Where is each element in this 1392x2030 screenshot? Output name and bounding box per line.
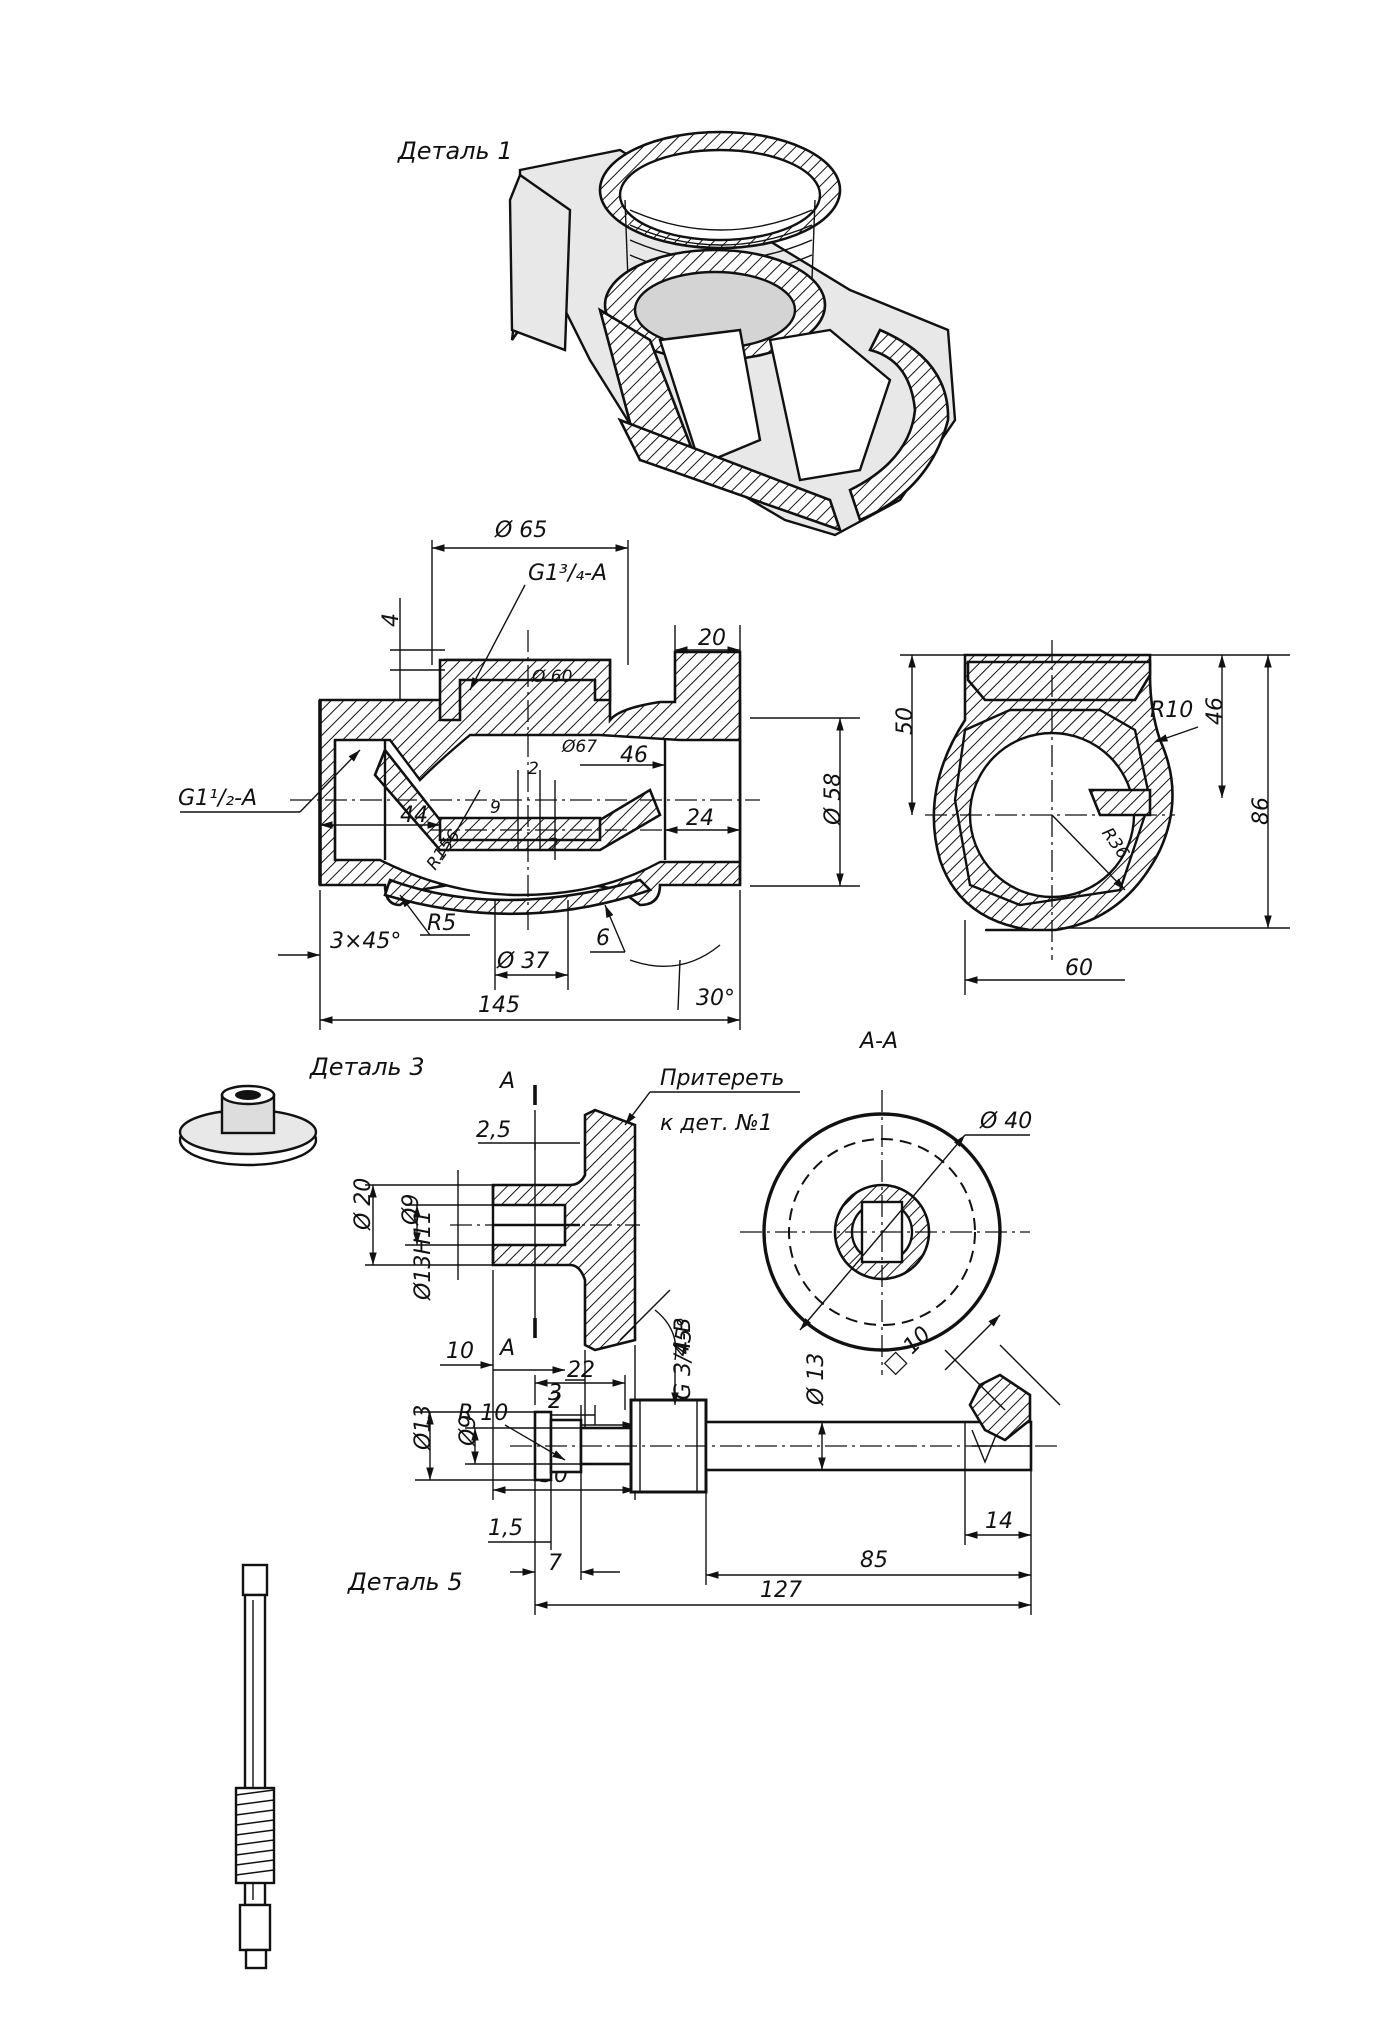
dim-d46: 46: [620, 743, 648, 768]
dim-d13b: Ø13: [411, 1405, 436, 1451]
dim-d60: Ø 60: [531, 667, 572, 687]
section-label-aa: A-A: [858, 1029, 898, 1054]
part1-title: Деталь 1: [397, 137, 513, 165]
dim-r10: R 10: [458, 1401, 508, 1426]
dim-d37: Ø 37: [496, 949, 549, 974]
dim-d44: 44: [400, 803, 428, 828]
dim-d15: 1,5: [488, 1516, 523, 1541]
part1-front-section: Ø 65 G1³/₄-A Ø 60 Ø67 4 20 G1¹/₂-A 46 44…: [178, 518, 860, 1030]
cut-label-a-bottom: A: [498, 1336, 515, 1361]
cut-label-a-top: A: [498, 1069, 515, 1094]
dim-d25: 2,5: [476, 1118, 511, 1143]
part3-isometric-view: [178, 1084, 318, 1167]
dim-d20: 20: [698, 626, 726, 651]
dim-d9: Ø9: [456, 1415, 481, 1447]
part1-side-view: 50 R10 46 86 R36 60: [893, 640, 1290, 995]
dim-d20: Ø 20: [351, 1178, 376, 1231]
dim-d7: 7: [548, 1551, 562, 1576]
dim-d2b: 2: [548, 835, 559, 855]
dim-d10: 10: [446, 1339, 474, 1364]
dim-d67: Ø67: [561, 737, 597, 757]
dim-d85: 85: [860, 1548, 888, 1573]
dim-d145: 145: [478, 993, 520, 1018]
dim-d3: 3: [548, 1381, 562, 1406]
note-lap-line2: к дет. №1: [660, 1111, 773, 1136]
part5-isometric-view: [234, 1563, 276, 1970]
part5-main-view: □ 10 22 2 R 10 G 3/4-B Ø 13 Ø13 Ø9 1,5: [411, 1314, 1061, 1615]
dim-d58: Ø 58: [821, 773, 846, 826]
dim-d14: 14: [985, 1509, 1013, 1534]
dim-d9: Ø9: [399, 1194, 424, 1226]
dim-d60b: 60: [1065, 956, 1093, 981]
dim-d4: 4: [379, 613, 404, 627]
dim-angle30: 30°: [696, 986, 735, 1011]
dim-r10: R10: [1150, 698, 1193, 723]
part3-aa-section: Ø 40: [740, 1090, 1032, 1375]
dim-d2: 2: [548, 1389, 562, 1414]
dim-d24: 24: [686, 806, 714, 831]
dim-d46b: 46: [1203, 697, 1228, 725]
dim-d13: Ø 13: [804, 1353, 829, 1406]
dim-d6: 6: [596, 926, 610, 951]
dim-thread-side: G1¹/₂-A: [178, 786, 257, 811]
dim-r5: R5: [427, 911, 456, 936]
dim-d50: 50: [893, 707, 918, 735]
dim-d9: 9: [490, 798, 501, 818]
part5-title: Деталь 5: [347, 1568, 463, 1596]
part1-isometric-view: Деталь 1: [397, 130, 957, 537]
part5-drawing: Деталь 5: [234, 1314, 1061, 1970]
dim-d13h11: Ø13H11: [411, 1210, 436, 1301]
dim-d86: 86: [1249, 797, 1274, 825]
dim-d22: 22: [567, 1358, 595, 1383]
dim-d40: Ø 40: [979, 1109, 1032, 1134]
part3-title: Деталь 3: [309, 1053, 425, 1081]
dim-chamfer: 3×45°: [330, 929, 401, 954]
dim-thread-top: G1³/₄-A: [528, 561, 607, 586]
dim-d2a: 2: [528, 759, 539, 779]
dim-d65: Ø 65: [494, 518, 547, 543]
note-lap-line1: Притереть: [660, 1066, 784, 1091]
dim-d127: 127: [760, 1578, 802, 1603]
